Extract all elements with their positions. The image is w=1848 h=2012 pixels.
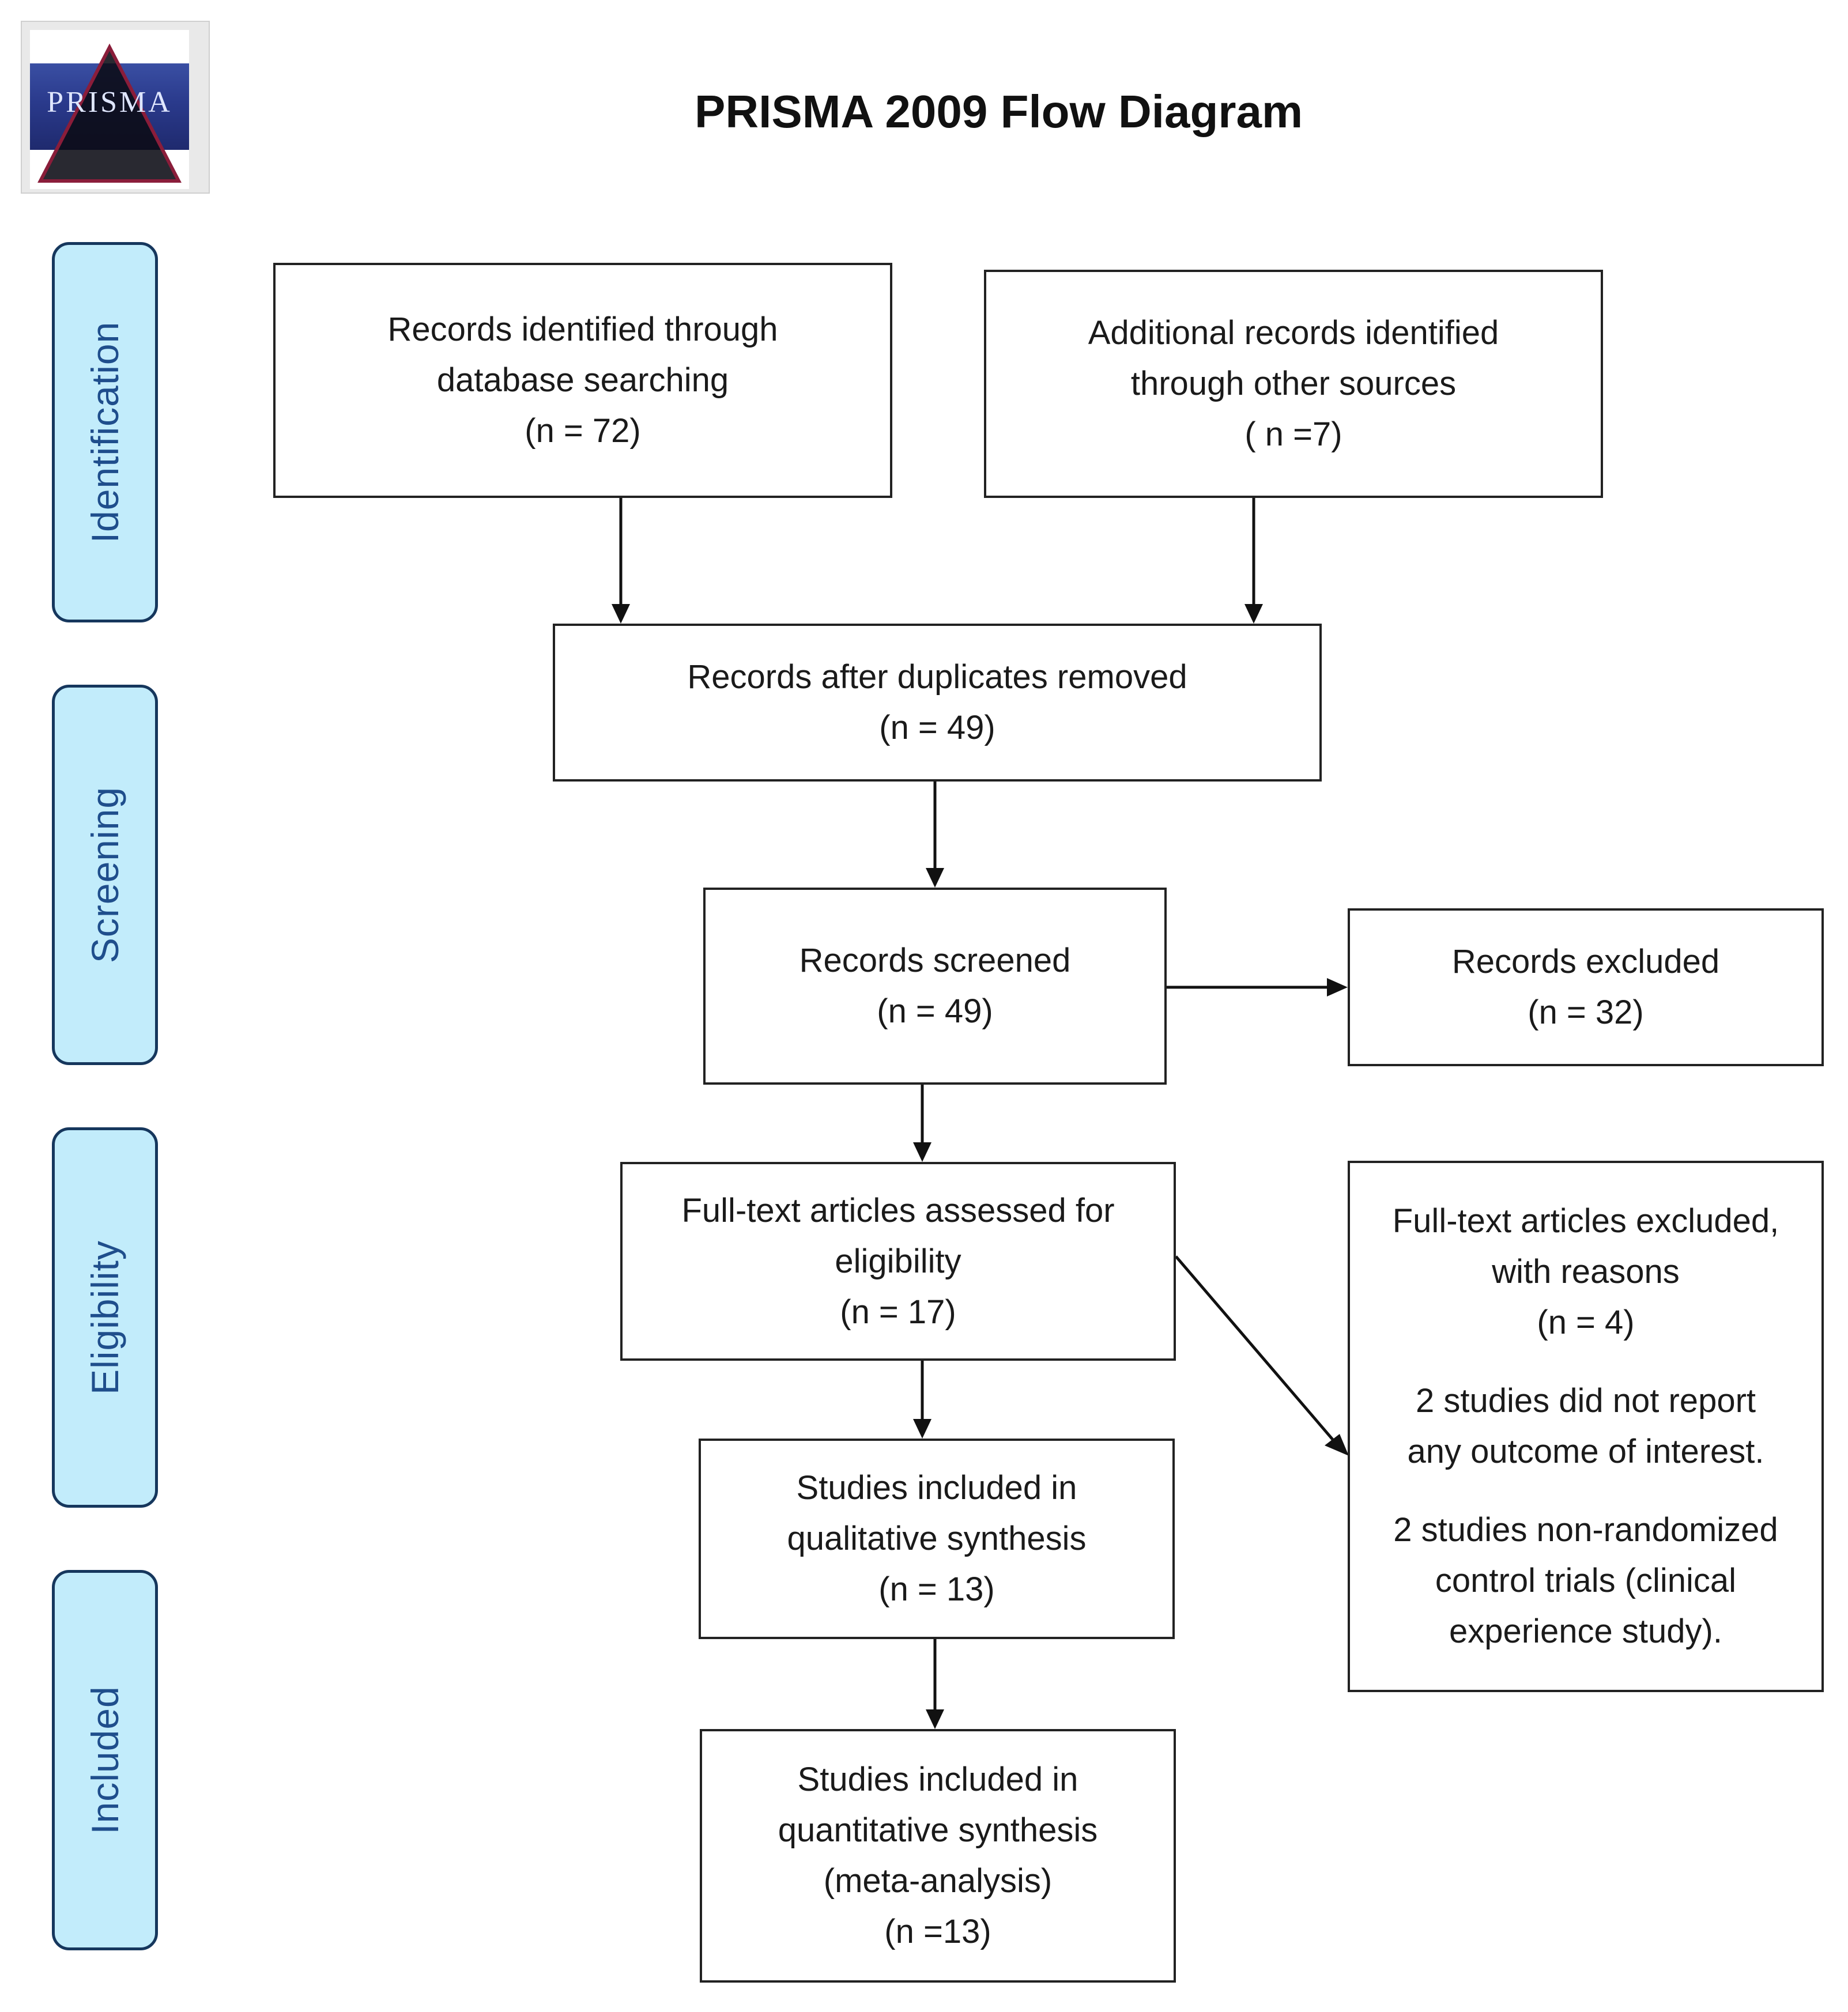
box-database-records: Records identified through database sear… — [273, 263, 892, 498]
reason-text: 2 studies did not report — [1415, 1382, 1756, 1420]
stage-screening: Screening — [52, 685, 158, 1065]
box-count: (n = 13) — [878, 1571, 995, 1608]
box-count: (n = 49) — [879, 709, 995, 746]
box-quantitative-synthesis: Studies included in quantitative synthes… — [700, 1729, 1176, 1983]
box-duplicates-removed: Records after duplicates removed (n = 49… — [553, 624, 1322, 782]
box-text: database searching — [436, 361, 729, 399]
arrowhead-other — [1244, 604, 1263, 624]
box-count: (n = 49) — [877, 992, 993, 1030]
box-count: (n = 32) — [1528, 994, 1644, 1031]
arrowhead-duplicates — [926, 868, 944, 888]
arrowhead-database — [612, 604, 630, 624]
box-text: through other sources — [1130, 365, 1457, 402]
arrow-fulltext-to-excluded — [1175, 1255, 1335, 1442]
arrowhead-fulltext — [913, 1419, 931, 1439]
reason-text: experience study). — [1449, 1613, 1722, 1650]
box-other-sources: Additional records identified through ot… — [984, 270, 1603, 498]
logo-text: PRISMA — [47, 86, 172, 119]
box-text: Studies included in — [796, 1469, 1077, 1507]
box-fulltext-assessed: Full-text articles assessed for eligibil… — [620, 1162, 1176, 1361]
box-qualitative-synthesis: Studies included in qualitative synthesi… — [699, 1439, 1175, 1639]
stage-eligibility: Eligibility — [52, 1127, 158, 1508]
box-text: Additional records identified — [1088, 314, 1499, 352]
arrowhead-screened-excluded — [1327, 978, 1348, 996]
box-text: Records after duplicates removed — [687, 658, 1187, 696]
reason-text: control trials (clinical — [1435, 1562, 1737, 1599]
logo-triangle-icon — [37, 43, 182, 183]
arrowhead-fulltext-excluded — [1325, 1434, 1349, 1456]
box-text: Records identified through — [387, 311, 778, 348]
reason-text: any outcome of interest. — [1407, 1433, 1764, 1470]
box-records-excluded: Records excluded (n = 32) — [1348, 908, 1824, 1066]
reason-text: 2 studies non-randomized — [1393, 1511, 1778, 1549]
box-count: (n = 72) — [525, 412, 641, 450]
box-records-screened: Records screened (n = 49) — [703, 888, 1167, 1085]
logo-background: PRISMA — [30, 30, 189, 189]
stage-included: Included — [52, 1570, 158, 1950]
box-count: (n =13) — [884, 1913, 991, 1950]
diagram-title: PRISMA 2009 Flow Diagram — [695, 86, 1303, 137]
box-text: qualitative synthesis — [787, 1520, 1087, 1557]
box-text: Studies included in — [797, 1761, 1078, 1798]
box-text: with reasons — [1492, 1253, 1680, 1290]
arrowhead-qualitative — [926, 1709, 944, 1729]
box-count: (n = 17) — [840, 1293, 956, 1331]
arrowhead-screened — [913, 1142, 931, 1162]
box-count: ( n =7) — [1244, 416, 1342, 453]
box-text: Full-text articles assessed for — [681, 1191, 1115, 1229]
box-text: quantitative synthesis — [778, 1811, 1098, 1849]
box-fulltext-excluded: Full-text articles excluded, with reason… — [1348, 1161, 1824, 1692]
box-text: Records excluded — [1451, 943, 1720, 980]
box-text: (meta-analysis) — [823, 1862, 1053, 1900]
box-text: Records screened — [799, 942, 1071, 979]
box-text: eligibility — [835, 1242, 961, 1280]
stage-identification: Identification — [52, 242, 158, 622]
prisma-logo: PRISMA — [21, 21, 210, 194]
box-text: Full-text articles excluded, — [1392, 1202, 1779, 1240]
box-count: (n = 4) — [1537, 1304, 1635, 1341]
